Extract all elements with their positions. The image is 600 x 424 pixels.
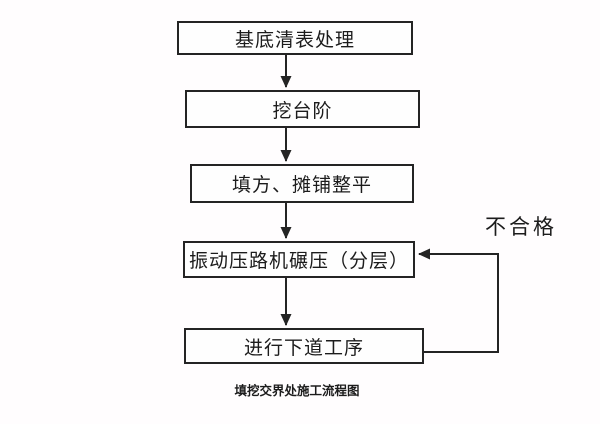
flow-node-next-process: 进行下道工序	[184, 328, 424, 364]
feedback-unqualified-label: 不合格	[485, 216, 557, 239]
flowchart-caption: 填挖交界处施工流程图	[234, 384, 360, 398]
flow-node-fill-spread-level: 填方、摊铺整平	[190, 164, 414, 203]
flow-node-excavate-steps: 挖台阶	[185, 90, 420, 128]
flow-node-vibratory-roller-compaction: 振动压路机碾压（分层）	[183, 241, 415, 278]
flow-node-base-surface-clearing: 基底清表处理	[177, 21, 413, 55]
feedback-connector-next-process-to-roller-compaction	[418, 248, 499, 353]
